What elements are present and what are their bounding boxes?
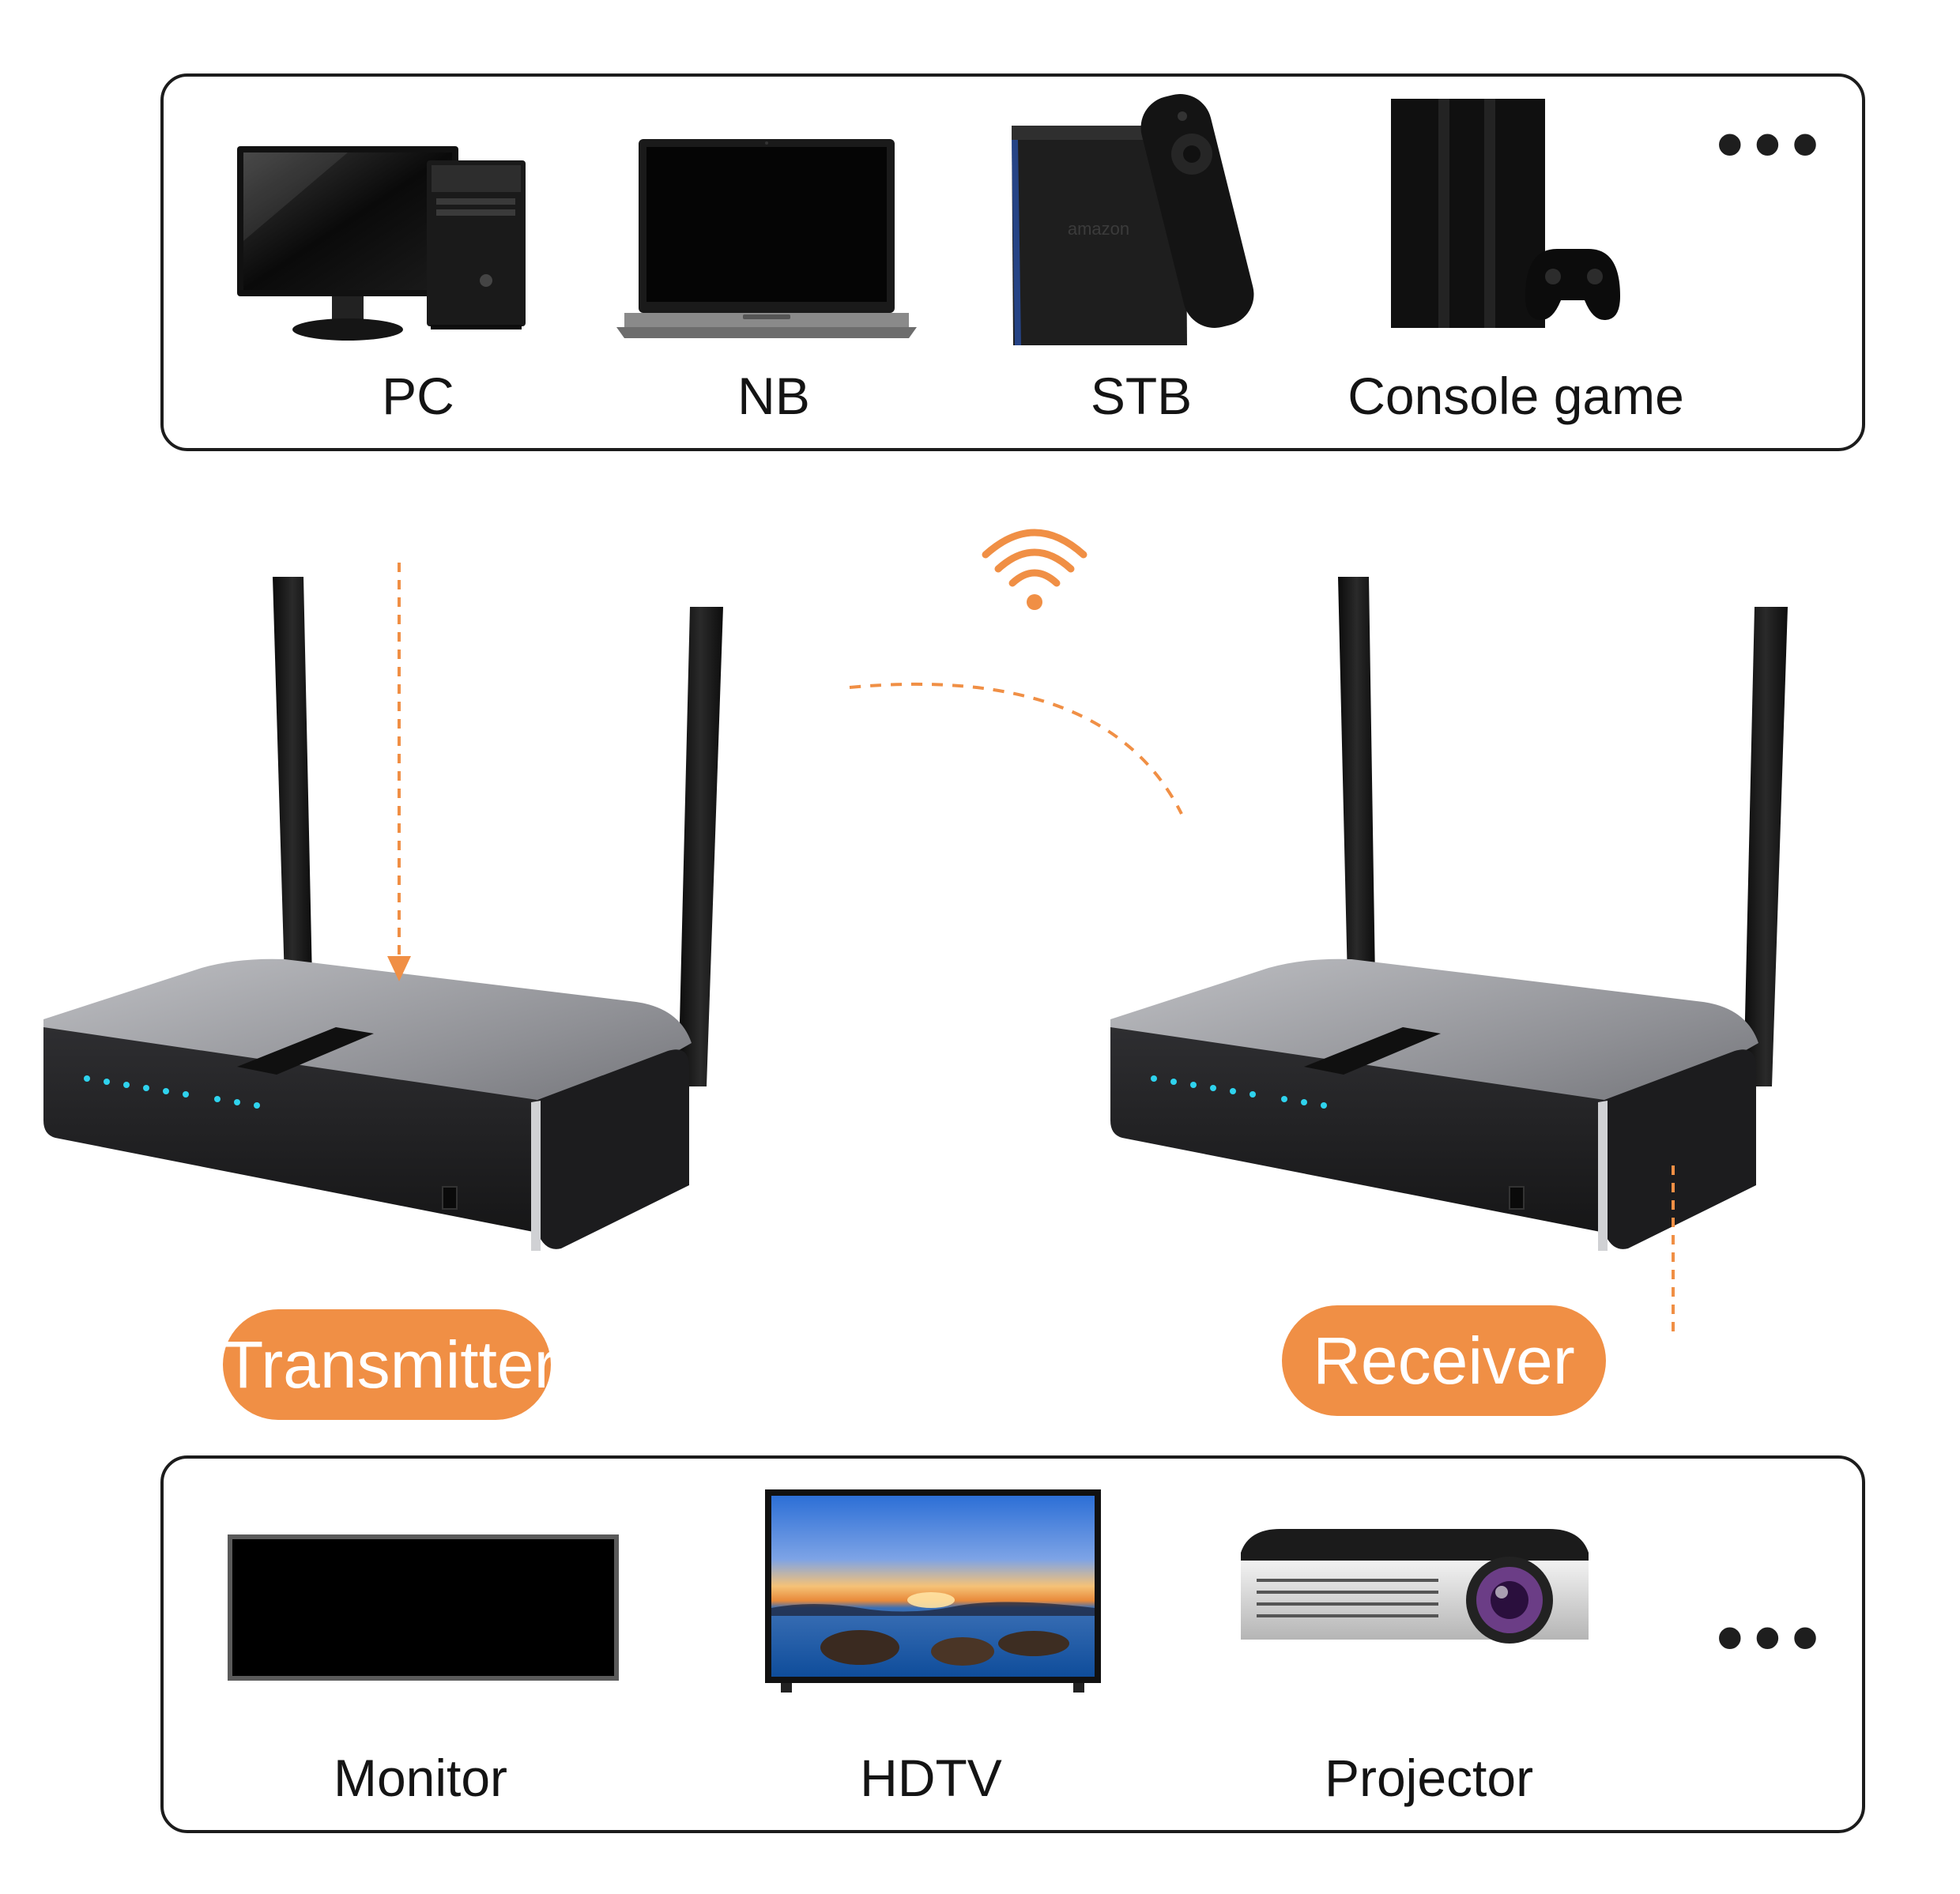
receiver-device [1110,577,1788,1335]
transmitter-device [43,563,723,1251]
set-top-box-icon: amazon [1012,94,1254,345]
source-label-nb: NB [737,367,810,425]
more-sources-ellipsis: ••• [1717,102,1830,186]
source-label-pc: PC [382,367,454,425]
display-label-projector: Projector [1324,1749,1534,1807]
monitor-icon [228,1534,619,1681]
game-console-icon [1391,99,1620,328]
laptop-icon [616,139,917,338]
desktop-pc-icon [237,146,526,341]
source-label-console-game: Console game [1348,367,1684,425]
display-label-hdtv: HDTV [860,1749,1002,1807]
svg-text:amazon: amazon [1068,219,1129,239]
wifi-icon [982,529,1087,610]
more-displays-ellipsis: ••• [1717,1595,1830,1680]
display-label-monitor: Monitor [333,1749,508,1807]
transmitter-label: Transmitter [223,1309,556,1420]
projector-icon [1241,1529,1589,1644]
receiver-label: Receiver [1282,1305,1606,1416]
source-label-stb: STB [1090,367,1193,425]
wireless-link-arc [849,682,1183,815]
tv-icon [765,1489,1101,1693]
signal-flow-diagram [43,529,1788,1335]
